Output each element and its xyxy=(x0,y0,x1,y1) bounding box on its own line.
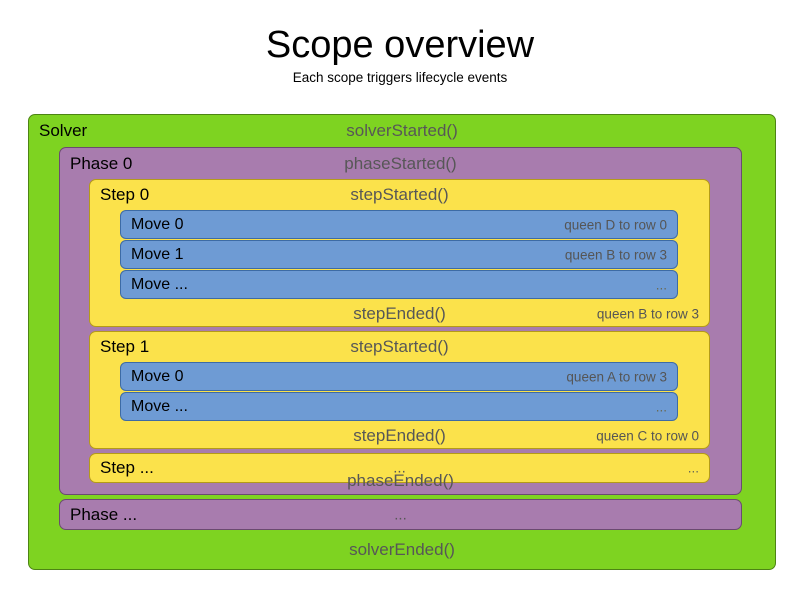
move-label: Move 0 xyxy=(131,215,184,233)
step-1-ended-detail: queen C to row 0 xyxy=(596,428,699,443)
move-label: Move 1 xyxy=(131,245,184,263)
page-subtitle: Each scope triggers lifecycle events xyxy=(292,69,508,85)
step-more-scope[interactable]: Step ... ... ... xyxy=(89,453,710,483)
solver-header-row: Solver solverStarted() xyxy=(29,115,775,147)
move-detail: ... xyxy=(655,399,667,414)
page-title: Scope overview xyxy=(265,24,535,66)
move-detail: queen B to row 3 xyxy=(564,247,667,262)
phase-0-label: Phase 0 xyxy=(70,153,133,173)
phase-more-label: Phase ... xyxy=(70,504,138,524)
step-0-footer-row: stepEnded() queen B to row 3 xyxy=(90,299,709,328)
step-1-header-row: Step 1 stepStarted() xyxy=(90,332,709,362)
solver-label: Solver xyxy=(39,121,88,140)
phase-more-event: ... xyxy=(394,506,407,523)
phase-0-started-event: phaseStarted() xyxy=(344,153,457,173)
move-detail: ... xyxy=(655,277,667,292)
solver-started-event: solverStarted() xyxy=(346,121,458,140)
step-1-started-event: stepStarted() xyxy=(350,337,449,356)
move-label: Move ... xyxy=(131,397,188,415)
step-0-move-0[interactable]: Move 0 queen D to row 0 xyxy=(120,210,678,239)
move-label: Move 0 xyxy=(131,367,184,385)
phase-0-scope[interactable]: Phase 0 phaseStarted() Step 0 stepStarte… xyxy=(59,147,742,495)
step-1-move-more[interactable]: Move ... ... xyxy=(120,392,678,421)
step-more-label: Step ... xyxy=(100,458,154,477)
move-detail: queen D to row 0 xyxy=(564,217,667,232)
diagram-heading: Scope overview Each scope triggers lifec… xyxy=(0,0,800,85)
phase-0-header-row: Phase 0 phaseStarted() xyxy=(60,148,741,179)
step-1-footer-row: stepEnded() queen C to row 0 xyxy=(90,421,709,450)
step-0-started-event: stepStarted() xyxy=(350,185,449,204)
step-0-scope[interactable]: Step 0 stepStarted() Move 0 queen D to r… xyxy=(89,179,710,327)
phase-0-ended-event: phaseEnded() xyxy=(347,470,454,490)
move-label: Move ... xyxy=(131,275,188,293)
phase-more-scope[interactable]: Phase ... ... xyxy=(59,499,742,530)
step-1-label: Step 1 xyxy=(100,337,150,356)
solver-ended-event: solverEnded() xyxy=(349,540,455,559)
step-1-scope[interactable]: Step 1 stepStarted() Move 0 queen A to r… xyxy=(89,331,710,449)
step-0-move-more[interactable]: Move ... ... xyxy=(120,270,678,299)
solver-footer-row: solverEnded() xyxy=(29,534,775,566)
step-0-move-1[interactable]: Move 1 queen B to row 3 xyxy=(120,240,678,269)
step-0-header-row: Step 0 stepStarted() xyxy=(90,180,709,210)
phase-0-footer-row: phaseEnded() xyxy=(60,465,741,496)
step-0-label: Step 0 xyxy=(100,185,150,204)
step-1-move-0[interactable]: Move 0 queen A to row 3 xyxy=(120,362,678,391)
step-more-detail: ... xyxy=(687,460,699,476)
move-detail: queen A to row 3 xyxy=(566,369,667,384)
step-0-ended-detail: queen B to row 3 xyxy=(596,306,699,321)
solver-scope[interactable]: Solver solverStarted() Phase 0 phaseStar… xyxy=(28,114,776,570)
